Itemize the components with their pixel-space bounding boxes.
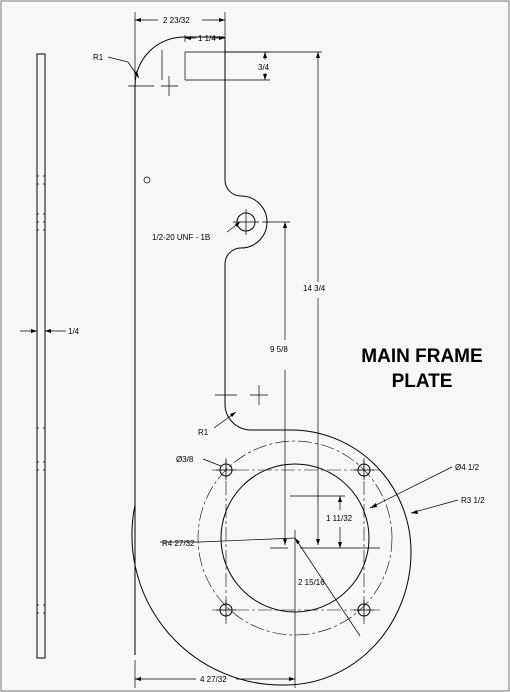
bolt-hole [354, 460, 374, 480]
inner-radius-dim: R1 [198, 428, 209, 437]
slot-depth-dim: 3/4 [258, 63, 270, 72]
locator-hole [143, 176, 151, 184]
center-height-dim: 9 5/8 [270, 345, 288, 354]
bottom-width-dim: 4 27/32 [200, 675, 227, 684]
title-line-2: PLATE [392, 371, 453, 392]
dimension-lines [107, 12, 459, 688]
top-radius-dim: R1 [93, 53, 104, 62]
pitch-circle [197, 440, 393, 636]
bolt-hole [216, 600, 236, 620]
bolt-circle-dim: Ø4 1/2 [455, 463, 480, 472]
threaded-hole [233, 209, 259, 235]
bolt-hole-dim: Ø3/8 [176, 455, 194, 464]
total-height-dim: 14 3/4 [303, 284, 326, 293]
top-width-dim: 2 23/32 [163, 16, 190, 25]
bolt-hole [354, 600, 374, 620]
inner-radius-center [215, 385, 268, 405]
outer-radius-dim: R3 1/2 [461, 496, 485, 505]
title-line-1: MAIN FRAME [361, 346, 482, 367]
bolt-hole [216, 460, 236, 480]
thickness-dim: 1/4 [68, 327, 80, 336]
dimension-labels: 2 23/32 1 1/4 3/4 R1 1/2-20 UNF - 1B 14 … [93, 16, 485, 684]
plate-outline [131, 36, 412, 686]
offset-h-dim: 2 15/16 [298, 578, 325, 587]
hole-callout: 1/2-20 UNF - 1B [152, 233, 210, 242]
slot-width-dim: 1 1/4 [198, 34, 216, 43]
side-view: 1/4 [20, 53, 80, 659]
offset-v-dim: 1 11/32 [326, 514, 353, 523]
side-view-outline [36, 53, 46, 659]
arc-radius-dim: R4 27/32 [162, 539, 195, 548]
top-radius-center [128, 76, 178, 96]
